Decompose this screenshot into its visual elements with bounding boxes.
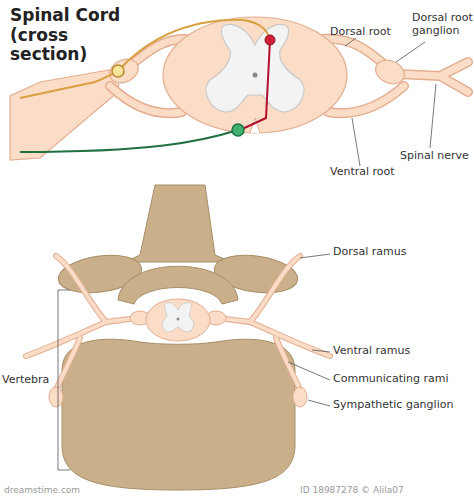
nerve-outlines bbox=[26, 256, 330, 390]
vertebral-arch bbox=[118, 266, 238, 304]
part-label: Vertebra bbox=[2, 374, 58, 387]
dorsal-root-ganglion-left bbox=[106, 55, 142, 88]
watermark: dreamstime.com bbox=[4, 485, 124, 495]
spinal-cord-small bbox=[146, 299, 210, 341]
spinal-nerve-right bbox=[398, 62, 468, 92]
sympathetic-ganglion-left bbox=[49, 387, 63, 407]
spinous-process bbox=[125, 185, 232, 262]
upper-cross-section bbox=[10, 17, 468, 166]
part-label: Communicating rami bbox=[333, 373, 473, 386]
grey-matter-small bbox=[162, 303, 193, 332]
motor-neuron bbox=[232, 124, 244, 136]
spinal-nerve-right-outline bbox=[398, 62, 468, 92]
nerves bbox=[26, 256, 330, 390]
sensory-axon bbox=[118, 20, 270, 71]
watermark: ID 18987278 © Alila07 bbox=[300, 485, 470, 495]
interneuron-axon bbox=[240, 40, 270, 130]
central-canal-small bbox=[177, 318, 180, 321]
spinal-cord-section bbox=[163, 17, 347, 133]
motor-axon bbox=[20, 130, 238, 152]
dorsal-root-ganglion-right bbox=[372, 56, 408, 89]
sensory-fiber bbox=[20, 71, 118, 98]
central-canal bbox=[253, 73, 258, 78]
grey-matter bbox=[206, 24, 304, 112]
part-label: Ventral ramus bbox=[333, 345, 463, 358]
part-label: Dorsal ramus bbox=[333, 246, 453, 259]
leader-lines bbox=[345, 38, 436, 166]
part-label: Sympathetic ganglion bbox=[333, 399, 473, 412]
vertebral-body bbox=[62, 339, 295, 490]
sensory-neuron bbox=[112, 65, 124, 77]
interneuron bbox=[265, 35, 275, 45]
part-label: Dorsal root bbox=[330, 26, 410, 39]
spinal-nerve-trunk bbox=[10, 68, 120, 160]
part-label: Ventral root bbox=[330, 166, 420, 179]
vertebra-bracket bbox=[58, 290, 70, 470]
sympathetic-ganglion-right bbox=[293, 387, 307, 407]
lower-vertebra bbox=[26, 185, 330, 490]
part-label: Spinal nerve bbox=[400, 150, 474, 163]
part-label: Dorsal root ganglion bbox=[412, 12, 474, 37]
diagram-title: Spinal Cord (cross section) bbox=[10, 6, 148, 65]
leader-lines-lower bbox=[288, 254, 330, 406]
